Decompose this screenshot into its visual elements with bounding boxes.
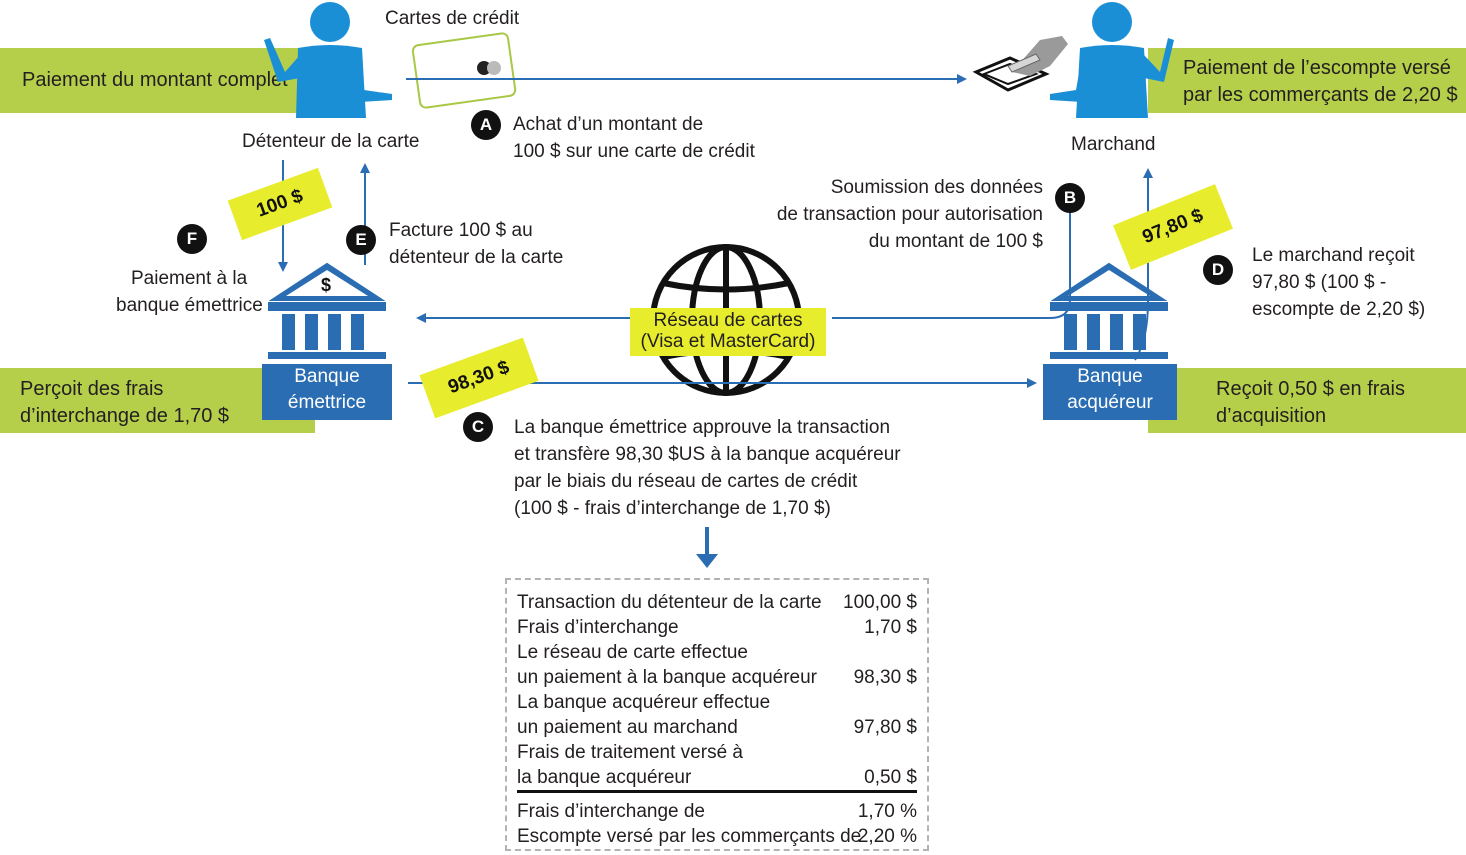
summary-row-label: La banque acquéreur effectue [517,692,771,713]
step-e-marker: E [346,225,376,255]
arrow-merchant-to-acquirer [1045,183,1071,319]
cardholder-banner [0,48,302,113]
step-c-line3: par le biais du réseau de cartes de créd… [514,471,858,492]
step-d-marker: D [1203,255,1233,285]
summary-total-row: Escompte versé par les commerçants de 2,… [517,824,917,849]
step-d-line1: Le marchand reçoit [1252,245,1415,266]
cardholder-person-icon [264,2,392,118]
summary-separator [517,790,917,793]
step-b-line2: de transaction pour autorisation [776,204,1043,225]
issuer-bank-icon [268,262,386,359]
arrow-down-to-summary [696,527,718,568]
step-b-marker: B [1055,183,1085,213]
summary-row: la banque acquéreur 0,50 $ [517,765,917,790]
network-label: Réseau de cartes (Visa et MasterCard) [630,308,826,356]
step-b-line1: Soumission des données [830,177,1043,198]
issuer-bank-label: Banque émettrice [262,364,392,420]
summary-row-label: un paiement au marchand [517,717,738,738]
summary-row-label: la banque acquéreur [517,767,692,788]
acquirer-banner-line1: Reçoit 0,50 $ en frais [1216,378,1405,400]
summary-row: Frais d’interchange 1,70 $ [517,615,917,640]
summary-row-value: 98,30 $ [853,667,917,688]
step-d-line3: escompte de 2,20 $) [1252,299,1426,320]
merchant-banner-line1: Paiement de l’escompte versé [1183,57,1451,79]
merchant-label: Marchand [1071,134,1156,155]
step-a-marker: A [471,110,501,140]
merchant-banner-line2: par les commerçants de 2,20 $ [1183,84,1458,106]
step-c-line1: La banque émettrice approuve la transact… [514,417,891,438]
summary-row-label: Transaction du détenteur de la carte [517,592,822,613]
merchant-person-icon [1050,2,1174,118]
summary-row-value: 100,00 $ [843,592,917,613]
step-f-line1: Paiement à la [131,268,248,289]
network-label-line1: Réseau de cartes [653,310,803,331]
summary-row: La banque acquéreur effectue [517,690,917,715]
summary-total-label: Frais d’interchange de [517,801,705,822]
step-c-marker: C [463,412,493,442]
acquirer-bank-label: Banque acquéreur [1043,364,1177,420]
summary-row: Le réseau de carte effectue [517,640,917,665]
summary-total-row: Frais d’interchange de 1,70 % [517,799,917,824]
step-d-line2: 97,80 $ (100 $ - [1252,272,1387,293]
issuer-bank-label-line1: Banque [294,366,360,387]
step-f-marker: F [177,224,207,254]
merchant-banner [1148,48,1466,113]
arrow-acquirer-to-merchant [1134,168,1153,361]
summary-row: un paiement à la banque acquéreur 98,30 … [517,665,917,690]
summary-total-value: 2,20 % [857,826,917,847]
summary-row: un paiement au marchand 97,80 $ [517,715,917,740]
step-a-line1: Achat d’un montant de [513,114,704,135]
summary-row-value: 1,70 $ [864,617,917,638]
summary-row-label: Frais d’interchange [517,617,679,638]
summary-box: Transaction du détenteur de la carte 100… [505,578,929,851]
summary-row-label: Le réseau de carte effectue [517,642,748,663]
issuer-bank-label-line2: émettrice [287,392,367,413]
step-c-line2: et transfère 98,30 $US à la banque acqué… [514,444,901,465]
step-b-line3: du montant de 100 $ [868,231,1043,252]
issuer-banner-line2: d’interchange de 1,70 $ [20,405,230,427]
acquirer-bank-label-line1: Banque [1077,366,1143,387]
step-c-line4: (100 $ - frais d’interchange de 1,70 $) [514,498,831,519]
card-label: Cartes de crédit [385,8,520,29]
acquirer-bank-icon [1050,262,1168,359]
step-a-line2: 100 $ sur une carte de crédit [513,141,755,162]
summary-row-label: un paiement à la banque acquéreur [517,667,818,688]
summary-total-label: Escompte versé par les commerçants de [517,826,862,847]
card-terminal-icon [972,36,1068,92]
summary-row-label: Frais de traitement versé à [517,742,743,763]
step-f-line2: banque émettrice [116,295,263,316]
summary-total-value: 1,70 % [857,801,917,822]
step-e-line1: Facture 100 $ au [389,220,533,241]
summary-row-value: 97,80 $ [853,717,917,738]
cardholder-label: Détenteur de la carte [242,131,420,152]
summary-row: Transaction du détenteur de la carte 100… [517,590,917,615]
cardholder-banner-text: Paiement du montant complet [22,69,288,91]
step-e-line2: détenteur de la carte [389,247,564,268]
acquirer-banner-line2: d’acquisition [1216,405,1327,427]
summary-row-value: 0,50 $ [864,767,917,788]
issuer-dollar-symbol: $ [321,275,332,295]
issuer-banner-line1: Perçoit des frais [20,378,164,400]
acquirer-bank-label-line2: acquéreur [1067,392,1153,413]
credit-card-icon [411,32,517,109]
summary-row: Frais de traitement versé à [517,740,917,765]
acquirer-banner [1148,368,1466,433]
network-label-line2: (Visa et MasterCard) [640,331,816,352]
